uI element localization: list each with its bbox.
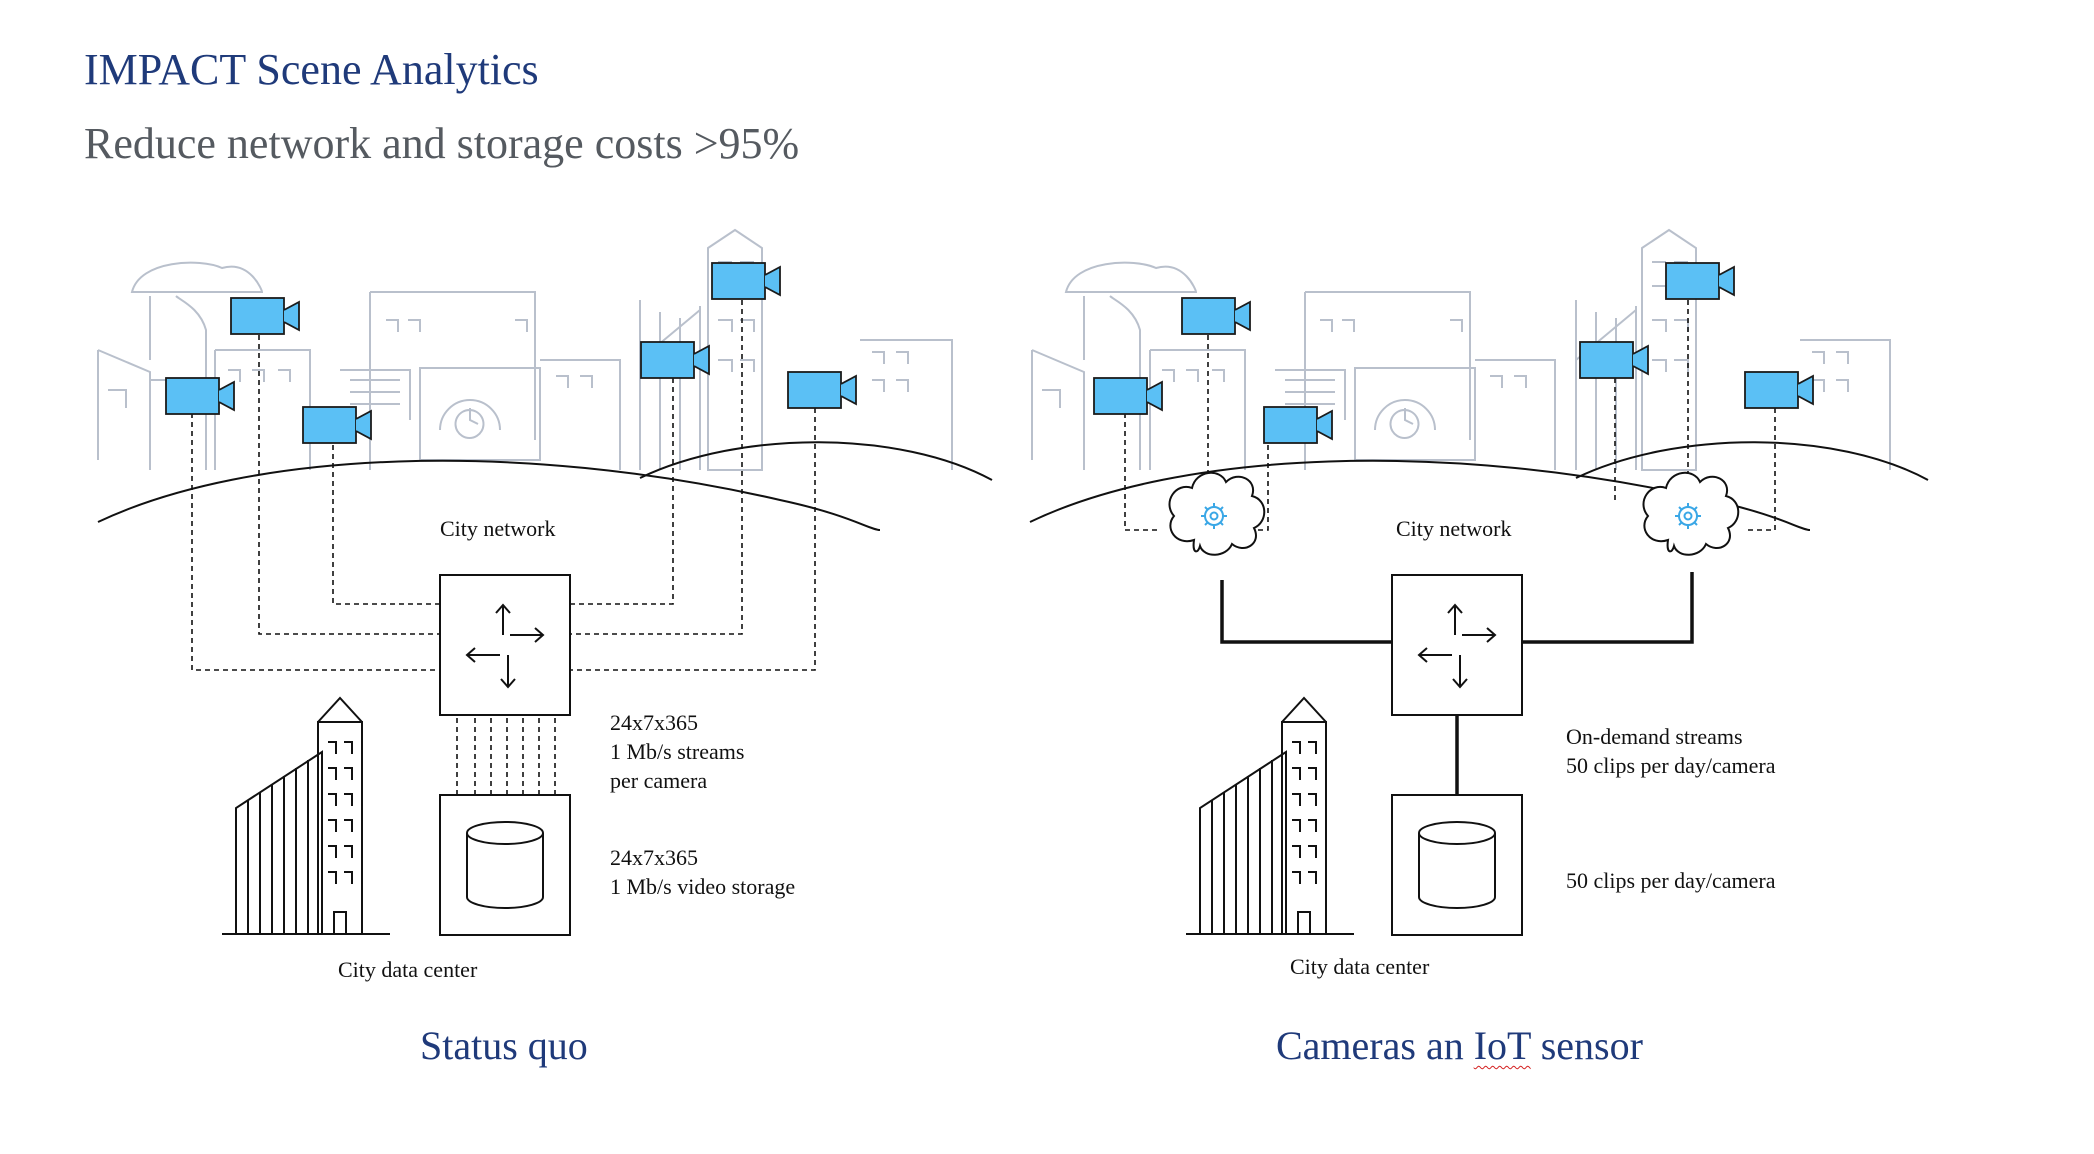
right-ground-hill [1029, 459, 1811, 531]
video-camera-icon [165, 377, 235, 415]
page-title: IMPACT Scene Analytics [84, 45, 539, 94]
right-network-label: City network [1396, 516, 1512, 541]
video-camera-icon [711, 262, 781, 300]
video-camera-icon [1744, 371, 1814, 409]
right-skyline [1031, 228, 1891, 471]
office-building-icon [317, 697, 363, 935]
video-camera-icon [1579, 341, 1649, 379]
right-caption-suffix: sensor [1530, 1023, 1643, 1068]
cloud-gear-icon [1642, 471, 1740, 556]
database-cylinder-icon [1391, 794, 1523, 936]
right-caption-flagged-word: IoT [1473, 1023, 1531, 1068]
right-solid-links [1220, 572, 1694, 795]
right-streams-label: On-demand streams 50 clips per day/camer… [1566, 722, 1776, 780]
left-skyline [97, 228, 953, 471]
video-camera-icon [787, 371, 857, 409]
right-streams-line: On-demand streams [1566, 724, 1743, 749]
video-camera-icon [1263, 406, 1333, 444]
left-storage-label: 24x7x365 1 Mb/s video storage [610, 843, 795, 901]
video-camera-icon [302, 406, 372, 444]
left-storage-line: 1 Mb/s video storage [610, 874, 796, 899]
video-camera-icon [230, 297, 300, 335]
left-streams-line: 24x7x365 [610, 710, 698, 735]
right-datacenter-label: City data center [1290, 954, 1430, 979]
right-ground-hill-2 [1575, 441, 1929, 481]
left-ground-hill [97, 459, 881, 531]
router-arrows-icon [1391, 574, 1523, 716]
left-ground-hill-2 [639, 441, 993, 481]
left-dashed-links [191, 300, 816, 795]
cloud-gear-icon [1168, 471, 1266, 556]
video-camera-icon [1181, 297, 1251, 335]
office-building-icon [222, 750, 390, 935]
video-camera-icon [1093, 377, 1163, 415]
office-building-icon [1186, 750, 1354, 935]
left-storage-line: 24x7x365 [610, 845, 698, 870]
right-streams-line: 50 clips per day/camera [1566, 753, 1776, 778]
router-arrows-icon [439, 574, 571, 716]
left-caption: Status quo [420, 1023, 588, 1068]
video-camera-icon [1665, 262, 1735, 300]
left-streams-line: per camera [610, 768, 708, 793]
right-caption: Cameras an IoT sensor [1276, 1022, 1643, 1069]
office-building-icon [1281, 697, 1327, 935]
video-camera-icon [640, 341, 710, 379]
page-subtitle: Reduce network and storage costs >95% [84, 119, 800, 168]
left-streams-line: 1 Mb/s streams [610, 739, 745, 764]
right-caption-prefix: Cameras an [1276, 1023, 1474, 1068]
left-streams-label: 24x7x365 1 Mb/s streams per camera [610, 708, 744, 795]
left-network-label: City network [440, 516, 556, 541]
left-datacenter-label: City data center [338, 957, 478, 982]
database-cylinder-icon [439, 794, 571, 936]
right-storage-label: 50 clips per day/camera [1566, 868, 1776, 893]
